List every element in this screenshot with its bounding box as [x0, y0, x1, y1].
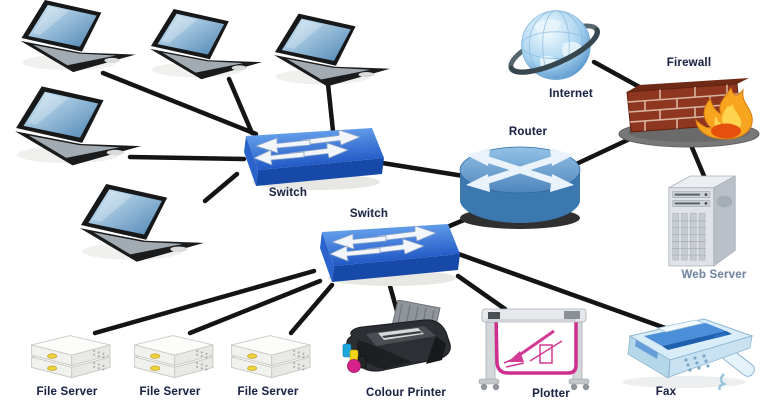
fax-icon[interactable]: [620, 317, 759, 393]
file-server-2-icon[interactable]: [134, 335, 214, 379]
file-server-3-icon[interactable]: [231, 335, 311, 379]
connection-line: [127, 154, 247, 162]
colour-printer-icon[interactable]: [342, 300, 451, 374]
switch-2-icon[interactable]: [319, 223, 460, 287]
connection-line: [187, 278, 323, 336]
firewall-icon[interactable]: [618, 77, 760, 148]
connection-line: [92, 268, 317, 336]
switch-1-icon[interactable]: [243, 127, 384, 191]
laptop-1-icon[interactable]: [20, 0, 136, 73]
connection-line: [325, 81, 336, 134]
router-icon[interactable]: [460, 147, 580, 229]
laptop-4-icon[interactable]: [15, 86, 141, 166]
internet-globe-icon[interactable]: [505, 11, 602, 81]
connection-line: [373, 159, 473, 180]
connection-line: [387, 283, 400, 314]
laptop-2-icon[interactable]: [150, 8, 263, 80]
connection-line: [202, 171, 240, 204]
web-server-icon[interactable]: [668, 175, 736, 267]
laptop-5-icon[interactable]: [79, 184, 204, 262]
connection-line: [288, 282, 335, 336]
connection-line: [450, 249, 671, 332]
connection-line: [226, 76, 255, 136]
connection-lines: [92, 59, 710, 336]
connection-line: [455, 273, 508, 312]
file-server-1-icon[interactable]: [31, 335, 111, 379]
connection-line: [100, 70, 259, 137]
plotter-icon[interactable]: [478, 307, 590, 391]
connection-line: [591, 59, 648, 93]
devices: [15, 0, 760, 393]
laptop-3-icon[interactable]: [274, 13, 391, 87]
connection-line: [569, 133, 639, 169]
